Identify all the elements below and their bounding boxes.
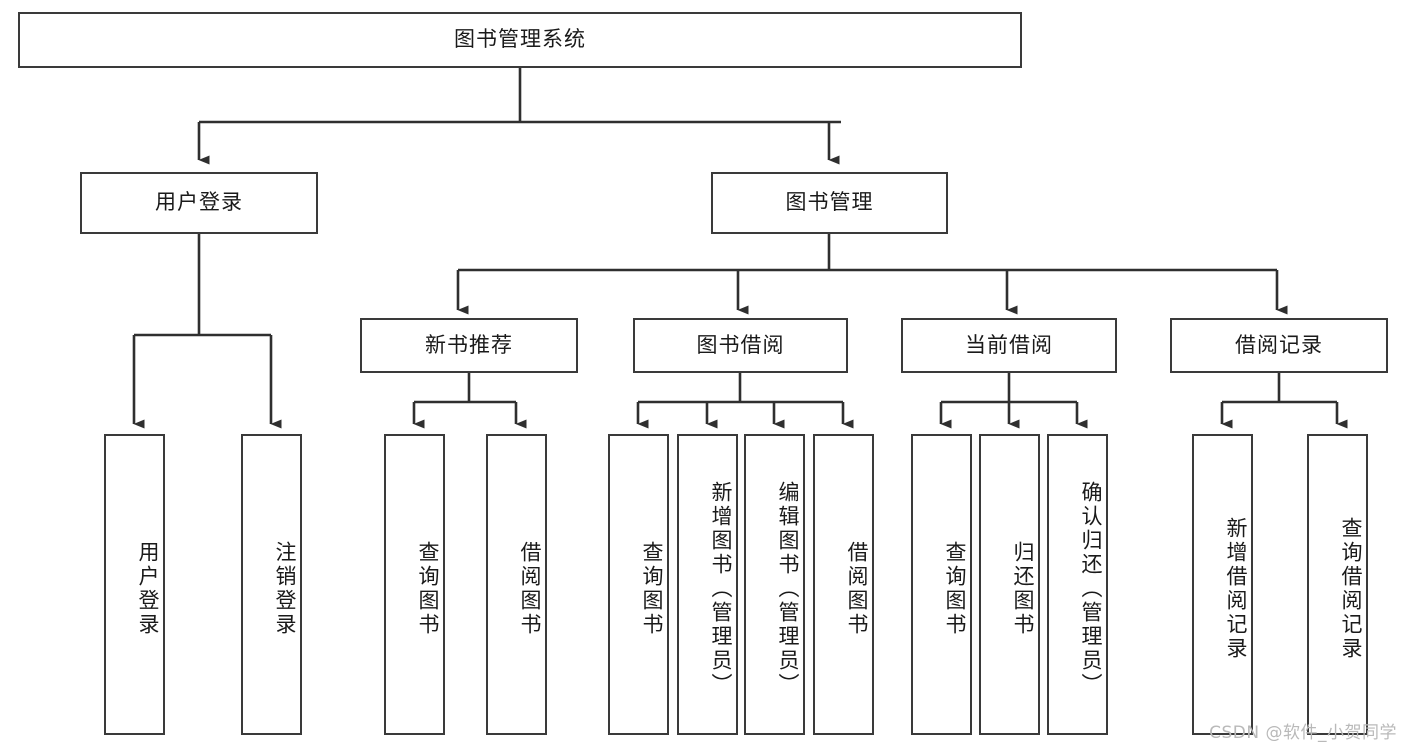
node-label: 查询图书 <box>943 540 967 637</box>
node-label: 查询图书 <box>640 540 664 637</box>
leaf-borrow-record-add-record[interactable]: 新增借阅记录 <box>1192 434 1253 735</box>
node-label: 编辑图书（管理员） <box>776 480 800 697</box>
node-book-borrowing[interactable]: 图书借阅 <box>633 318 848 373</box>
node-label: 用户登录 <box>136 540 160 637</box>
leaf-user-login-signout[interactable]: 注销登录 <box>241 434 302 735</box>
node-label: 当前借阅 <box>965 332 1053 357</box>
node-label: 借阅图书 <box>845 540 869 637</box>
node-label: 借阅记录 <box>1235 332 1323 357</box>
node-label: 新书推荐 <box>425 332 513 357</box>
leaf-borrow-record-query-record[interactable]: 查询借阅记录 <box>1307 434 1368 735</box>
leaf-book-borrow-query-book[interactable]: 查询图书 <box>608 434 669 735</box>
leaf-book-borrow-add-book-admin[interactable]: 新增图书（管理员） <box>677 434 738 735</box>
node-borrowing-record[interactable]: 借阅记录 <box>1170 318 1388 373</box>
node-new-book-recommendation[interactable]: 新书推荐 <box>360 318 578 373</box>
leaf-current-borrow-query-book[interactable]: 查询图书 <box>911 434 972 735</box>
leaf-user-login-signin[interactable]: 用户登录 <box>104 434 165 735</box>
node-label: 确认归还（管理员） <box>1079 480 1103 697</box>
leaf-book-borrow-borrow-book[interactable]: 借阅图书 <box>813 434 874 735</box>
leaf-new-book-borrow-book[interactable]: 借阅图书 <box>486 434 547 735</box>
leaf-new-book-query-book[interactable]: 查询图书 <box>384 434 445 735</box>
node-label: 新增借阅记录 <box>1224 516 1248 661</box>
node-label: 注销登录 <box>273 540 297 637</box>
leaf-current-borrow-confirm-return-admin[interactable]: 确认归还（管理员） <box>1047 434 1108 735</box>
node-label: 图书管理系统 <box>454 27 586 52</box>
node-label: 查询借阅记录 <box>1339 516 1363 661</box>
node-label: 借阅图书 <box>518 540 542 637</box>
node-root-book-management-system[interactable]: 图书管理系统 <box>18 12 1022 68</box>
node-label: 图书借阅 <box>696 332 785 357</box>
node-label: 图书管理 <box>785 190 874 215</box>
leaf-book-borrow-edit-book-admin[interactable]: 编辑图书（管理员） <box>744 434 805 735</box>
node-current-borrowing[interactable]: 当前借阅 <box>901 318 1117 373</box>
leaf-current-borrow-return-book[interactable]: 归还图书 <box>979 434 1040 735</box>
node-label: 用户登录 <box>155 190 243 215</box>
node-label: 查询图书 <box>416 540 440 637</box>
node-user-login[interactable]: 用户登录 <box>80 172 318 234</box>
node-label: 归还图书 <box>1011 540 1035 637</box>
node-book-management[interactable]: 图书管理 <box>711 172 948 234</box>
node-label: 新增图书（管理员） <box>709 480 733 697</box>
csdn-watermark: CSDN @软件_小贺同学 <box>1209 723 1397 743</box>
